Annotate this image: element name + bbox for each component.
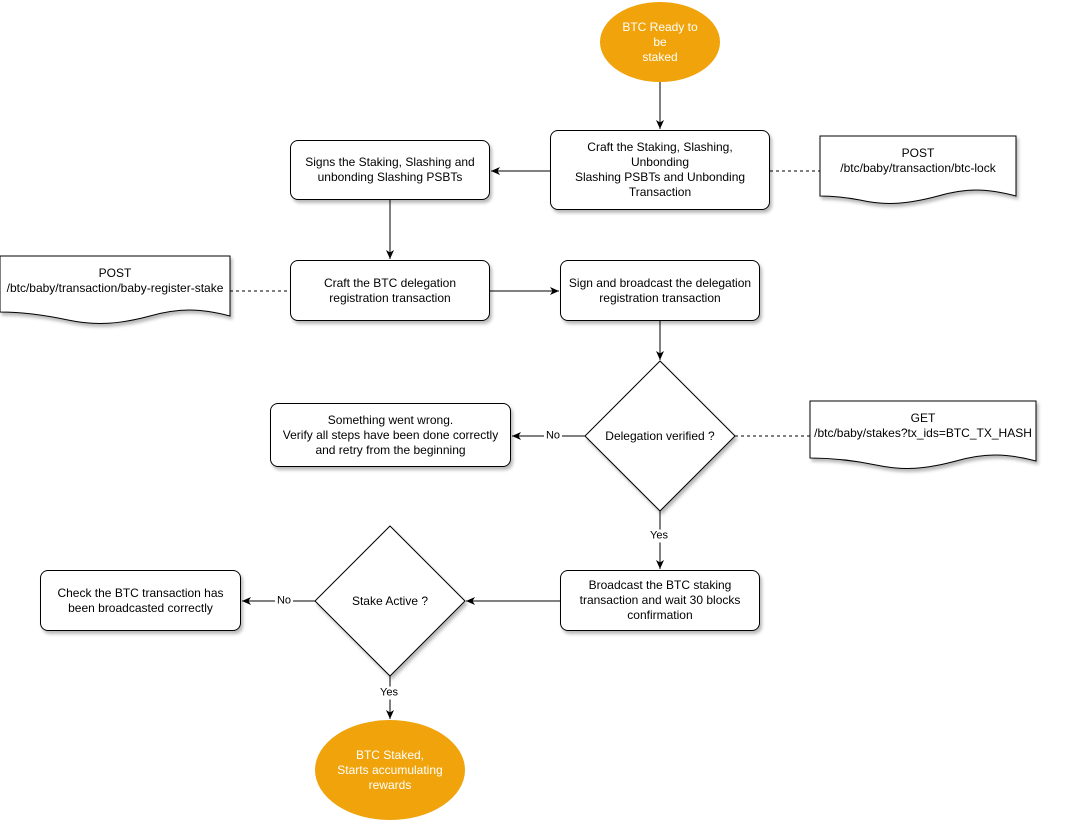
- api-note-shape-btc-lock: [819, 135, 1017, 204]
- decision-stake-active-label: Stake Active ?: [351, 593, 429, 608]
- process-sign-psbts: Signs the Staking, Slashing and unbondin…: [290, 140, 490, 200]
- edge-label-verified-yes: Yes: [648, 529, 670, 543]
- process-error: Something went wrong. Verify all steps h…: [270, 403, 511, 467]
- api-note-shape-stakes-query: [809, 400, 1037, 469]
- edge-label-active-yes: Yes: [378, 686, 400, 700]
- process-craft-delegation: Craft the BTC delegation registration tr…: [290, 260, 490, 321]
- edge-label-verified-no: No: [543, 429, 563, 443]
- end-node: BTC Staked, Starts accumulating rewards: [315, 720, 465, 820]
- decision-delegation-verified-label: Delegation verified ?: [605, 428, 715, 443]
- api-note-btc-lock: POST /btc/baby/transaction/btc-lock: [840, 146, 996, 175]
- process-broadcast-wait: Broadcast the BTC staking transaction an…: [560, 570, 760, 631]
- start-node: BTC Ready to be staked: [600, 2, 720, 82]
- api-note-stakes-query: GET /btc/baby/stakes?tx_ids=BTC_TX_HASH: [814, 411, 1032, 440]
- api-note-shape-register-stake: [0, 255, 231, 324]
- process-check-broadcast: Check the BTC transaction has been broad…: [40, 570, 241, 631]
- process-craft-psbts: Craft the Staking, Slashing, Unbonding S…: [550, 130, 770, 210]
- api-note-register-stake: POST /btc/baby/transaction/baby-register…: [6, 266, 224, 295]
- edge-label-active-no: No: [274, 594, 294, 608]
- process-sign-broadcast: Sign and broadcast the delegation regist…: [560, 260, 760, 321]
